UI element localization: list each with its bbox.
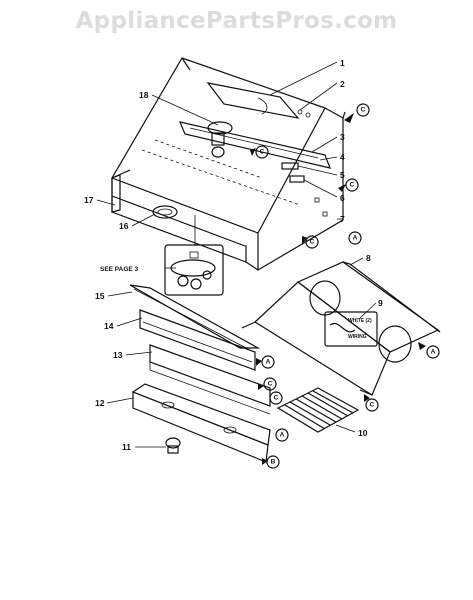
connector-c-top-right: C [356, 103, 370, 117]
bottom-panel [241, 261, 441, 396]
callout-8: 8 [366, 253, 371, 263]
light-panel [131, 383, 271, 463]
svg-text:C: C [260, 149, 265, 156]
leader-lines [96, 61, 377, 448]
connector-c-lower: C [305, 235, 319, 249]
callout-13: 13 [113, 350, 123, 360]
connector-markers: C C C C A A C A C C A B [255, 103, 440, 469]
callout-16: 16 [119, 221, 129, 231]
callout-5: 5 [340, 170, 345, 180]
connector-a-14: A [261, 355, 275, 369]
connector-a-panel8: A [426, 345, 440, 359]
grommet-part [152, 205, 178, 219]
svg-text:C: C [370, 402, 375, 409]
svg-text:A: A [431, 349, 436, 356]
svg-text:A: A [266, 359, 271, 366]
connector-a-hood: A [348, 231, 362, 245]
connector-c-panel: C [255, 145, 269, 159]
wiring-label-line2: WIRING [348, 334, 367, 340]
wiring-bracket: WHITE (2) WIRING [324, 311, 378, 347]
callout-15: 15 [95, 291, 105, 301]
svg-text:A: A [353, 235, 358, 242]
svg-text:C: C [350, 182, 355, 189]
bulb [165, 437, 181, 454]
connector-b-12: B [266, 455, 280, 469]
callout-18: 18 [139, 90, 149, 100]
watermark: AppliancePartsPros.com [75, 8, 398, 34]
trim-strip [129, 284, 261, 350]
svg-text:C: C [361, 107, 366, 114]
svg-text:C: C [268, 381, 273, 388]
callout-9: 9 [378, 298, 383, 308]
connector-c-13: C [263, 377, 277, 391]
svg-text:A: A [280, 432, 285, 439]
connector-arrows [250, 113, 426, 465]
connector-c-13b: C [269, 391, 283, 405]
front-panel [139, 309, 256, 371]
callout-2: 2 [340, 79, 345, 89]
callout-1: 1 [340, 58, 345, 68]
callout-17: 17 [84, 195, 94, 205]
grease-filter [276, 387, 360, 433]
callout-7: 7 [340, 214, 345, 224]
callout-3: 3 [340, 132, 345, 142]
connector-c-panel8: C [365, 398, 379, 412]
svg-text:B: B [271, 459, 276, 466]
callout-14: 14 [104, 321, 114, 331]
connector-a-12: A [275, 428, 289, 442]
callout-10: 10 [358, 428, 368, 438]
callout-6: 6 [340, 193, 345, 203]
see-page-note: SEE PAGE 3 [100, 266, 139, 273]
callout-12: 12 [95, 398, 105, 408]
callout-4: 4 [340, 152, 345, 162]
connector-c-side: C [345, 178, 359, 192]
svg-text:C: C [310, 239, 315, 246]
wiring-label-line1: WHITE (2) [348, 318, 372, 324]
light-socket-assembly [164, 244, 224, 296]
svg-text:C: C [274, 395, 279, 402]
callout-numbers: 1 2 3 4 5 6 7 8 9 10 11 12 13 14 15 16 1… [84, 58, 383, 452]
lower-bracket [149, 344, 271, 415]
callout-11: 11 [122, 442, 131, 452]
